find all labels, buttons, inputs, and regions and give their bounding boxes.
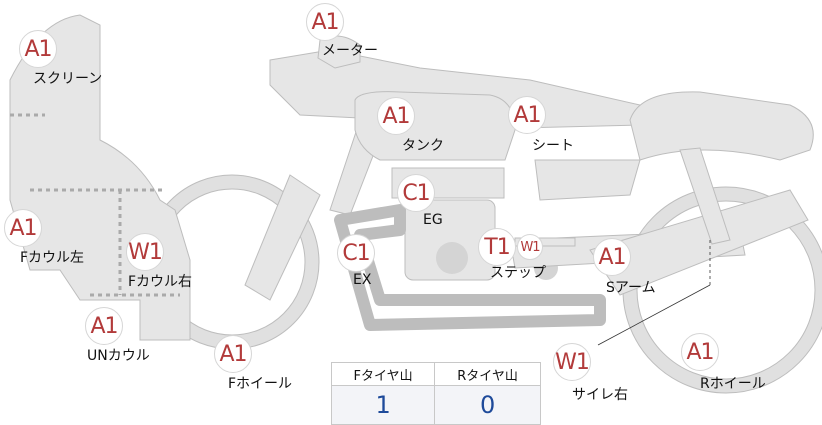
- r-wheel-label: Rホイール: [700, 376, 766, 392]
- seat-label: シート: [532, 138, 574, 154]
- screen-grade-badge: A1: [19, 30, 57, 68]
- exhaust-label: EX: [353, 272, 372, 288]
- silencer-right-label: サイレ右: [572, 387, 628, 403]
- swing-arm-grade-badge: A1: [593, 238, 631, 276]
- tank-label: タンク: [402, 138, 444, 154]
- exhaust-grade-badge: C1: [337, 234, 375, 272]
- f-wheel-grade-badge: A1: [214, 335, 252, 373]
- tank-grade-badge: A1: [377, 97, 415, 135]
- under-cowl-grade-badge: A1: [85, 307, 123, 345]
- seat-shape: [629, 91, 814, 161]
- f-tire-value: 1: [330, 385, 436, 425]
- silencer-right-grade-badge: W1: [553, 343, 591, 381]
- seat-grade-badge: A1: [508, 96, 546, 134]
- r-tire-header: Rタイヤ山: [434, 362, 541, 386]
- f-tire-header: Fタイヤ山: [330, 362, 436, 386]
- tire-tread-table: Fタイヤ山 Rタイヤ山 1 0: [330, 362, 541, 425]
- silencer-shape: [589, 189, 809, 296]
- f-cowl-right-label: Fカウル右: [128, 274, 193, 290]
- engine-grade-badge: C1: [397, 174, 435, 212]
- f-cowl-left-grade-badge: A1: [4, 209, 42, 247]
- meter-label: メーター: [322, 43, 378, 59]
- f-cowl-left-label: Fカウル左: [20, 250, 85, 266]
- engine-label: EG: [423, 212, 443, 228]
- step-secondary-grade-badge: W1: [517, 234, 543, 260]
- exhaust-shape: [334, 204, 606, 331]
- swing-arm-label: Sアーム: [606, 280, 656, 296]
- under-cowl-label: UNカウル: [87, 348, 150, 364]
- f-cowl-right-grade-badge: W1: [126, 233, 164, 271]
- meter-grade-badge: A1: [306, 3, 344, 41]
- f-wheel-label: Fホイール: [228, 376, 293, 392]
- r-wheel-grade-badge: A1: [681, 333, 719, 371]
- step-grade-badge: T1: [478, 228, 516, 266]
- r-tire-value: 0: [434, 385, 541, 425]
- screen-label: スクリーン: [33, 71, 103, 87]
- step-label: ステップ: [490, 265, 546, 281]
